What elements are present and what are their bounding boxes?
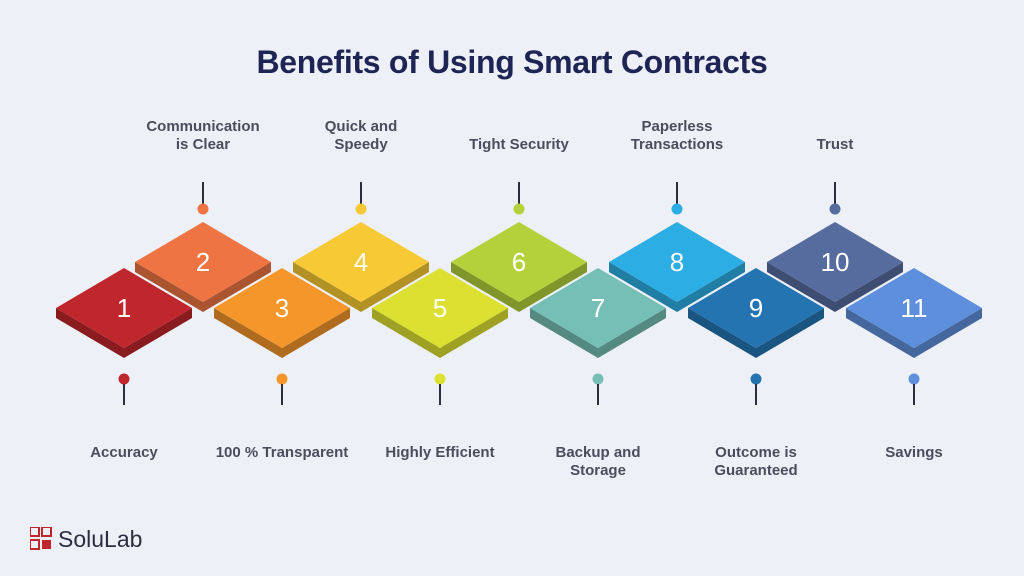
benefit-label-line: Accuracy (90, 444, 158, 461)
benefit-label-line: Speedy (334, 136, 388, 153)
benefit-label-line: Outcome is (715, 444, 797, 461)
step-diamond-1: 1 (56, 268, 192, 358)
benefit-label-line: Highly Efficient (385, 444, 495, 461)
step-diamond-4: 4 (293, 222, 429, 312)
page-title: Benefits of Using Smart Contracts (256, 44, 768, 80)
step-number-5: 5 (433, 293, 447, 323)
benefit-label-line: Backup and (555, 444, 641, 461)
step-number-7: 7 (591, 293, 605, 323)
connector-3 (276, 373, 288, 405)
solulab-logo-icon (30, 527, 52, 550)
step-diamond-10: 10 (767, 222, 903, 312)
step-number-8: 8 (670, 247, 684, 277)
benefit-label-line: Guaranteed (714, 462, 798, 479)
benefit-label-10: Trust (745, 136, 925, 154)
benefit-label-line: 100 % Transparent (215, 444, 349, 461)
step-diamond-6: 6 (451, 222, 587, 312)
benefit-label-6: Tight Security (429, 136, 609, 154)
benefit-label-line: Savings (885, 444, 943, 461)
connector-11 (908, 373, 920, 405)
step-diamond-9: 9 (688, 268, 824, 358)
connector-4 (355, 182, 367, 215)
step-number-1: 1 (117, 293, 131, 323)
step-number-4: 4 (354, 247, 368, 277)
benefit-label-line: Quick and (324, 118, 398, 135)
benefit-label-line: Storage (570, 462, 626, 479)
step-number-2: 2 (196, 247, 210, 277)
benefit-label-line: Communication (146, 118, 260, 135)
connector-5 (434, 373, 446, 405)
step-diamond-3: 3 (214, 268, 350, 358)
brand-logo: SoluLab (30, 524, 142, 554)
benefit-label-3: 100 % Transparent (192, 444, 372, 462)
connector-2 (197, 182, 209, 215)
step-diamond-8: 8 (609, 222, 745, 312)
step-diamond-5: 5 (372, 268, 508, 358)
connector-1 (118, 373, 130, 405)
connector-7 (592, 373, 604, 405)
step-diamond-2: 2 (135, 222, 271, 312)
step-number-9: 9 (749, 293, 763, 323)
brand-name: SoluLab (58, 525, 143, 552)
connector-6 (513, 182, 525, 215)
benefit-label-line: Trust (816, 136, 854, 153)
benefit-label-11: Savings (824, 444, 1004, 462)
step-number-10: 10 (821, 247, 850, 277)
step-number-3: 3 (275, 293, 289, 323)
step-diamond-11: 11 (846, 268, 982, 358)
benefit-label-5: Highly Efficient (350, 444, 530, 462)
step-number-6: 6 (512, 247, 526, 277)
benefit-label-line: Tight Security (469, 136, 569, 153)
connector-10 (829, 182, 841, 215)
benefit-label-line: Transactions (630, 136, 724, 153)
benefit-label-line: is Clear (175, 136, 231, 153)
step-diamond-7: 7 (530, 268, 666, 358)
benefit-label-line: Paperless (641, 118, 713, 135)
connector-8 (671, 182, 683, 215)
benefit-label-1: Accuracy (34, 444, 214, 462)
connector-9 (750, 373, 762, 405)
step-number-11: 11 (901, 293, 928, 323)
